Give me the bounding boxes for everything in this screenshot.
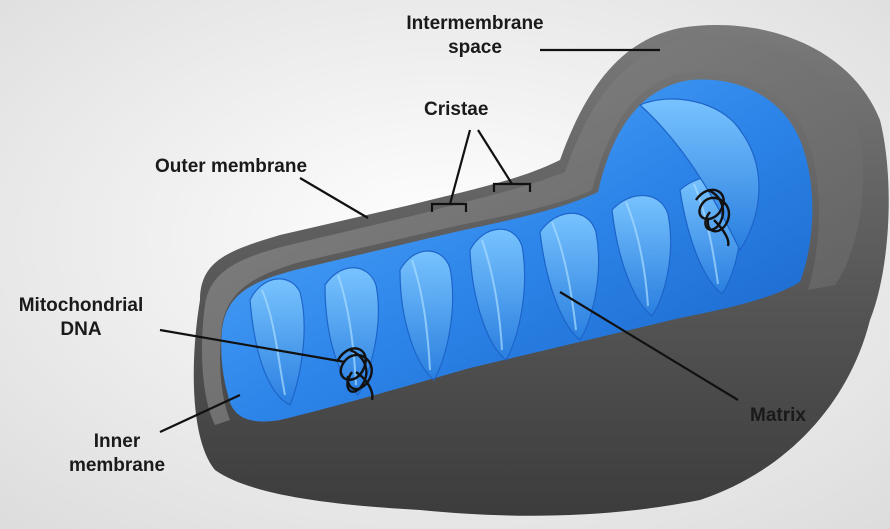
label-inner-line1: Inner (52, 430, 182, 454)
label-dna-line2: DNA (6, 318, 156, 342)
label-inner-membrane: Inner membrane (52, 430, 182, 478)
label-inner-line2: membrane (52, 454, 182, 478)
label-intermembrane-space: Intermembrane space (400, 12, 550, 60)
label-dna-line1: Mitochondrial (6, 294, 156, 318)
label-cristae: Cristae (424, 98, 488, 122)
label-matrix: Matrix (750, 404, 806, 428)
label-intermembrane-line2: space (400, 36, 550, 60)
label-outer-membrane: Outer membrane (155, 155, 307, 179)
label-mitochondrial-dna: Mitochondrial DNA (6, 294, 156, 342)
label-intermembrane-line1: Intermembrane (400, 12, 550, 36)
